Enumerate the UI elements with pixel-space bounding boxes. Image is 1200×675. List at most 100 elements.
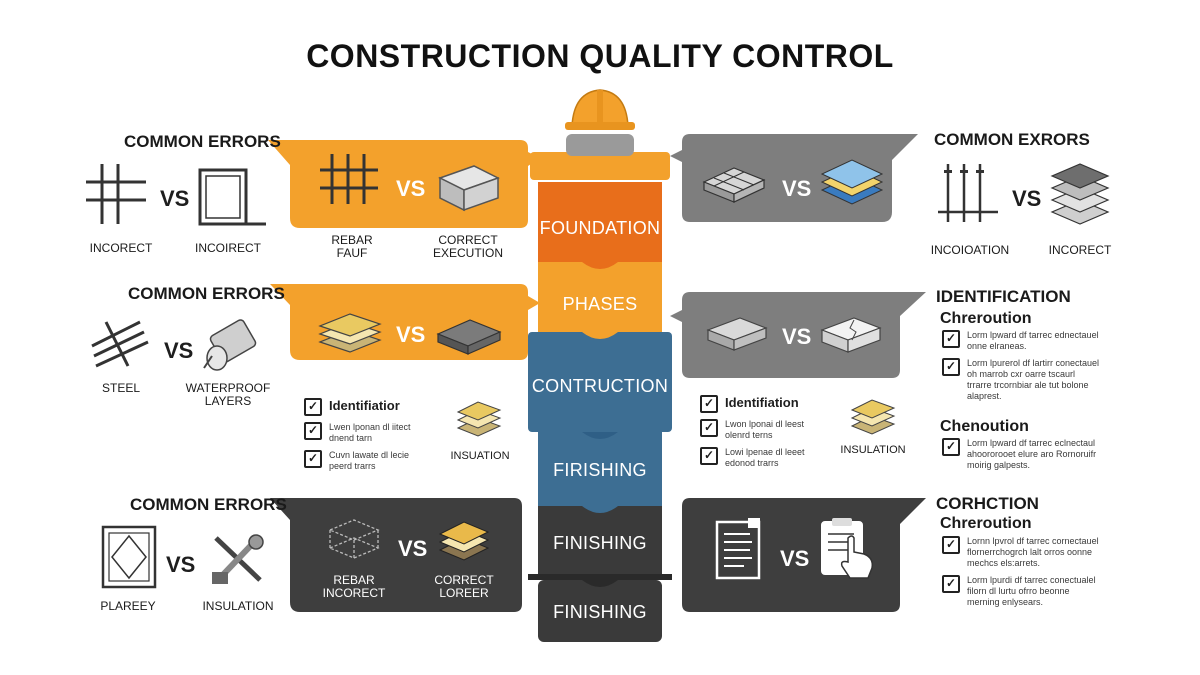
- left-checklist-item-2: Cuvn lawate dl lecie peerd trarrs: [329, 450, 410, 471]
- layered-board-icon: [318, 313, 382, 353]
- left-row1-left-label: INCORECT: [89, 241, 153, 255]
- concrete-slab-icon: [706, 317, 768, 351]
- left-bubble1-left-label: REBAR FAUF: [331, 233, 373, 260]
- insulation-icon: [850, 399, 896, 435]
- vs-text: VS: [396, 176, 426, 201]
- left-row3-header: COMMON ERRORS: [130, 495, 287, 514]
- concrete-block-icon: [438, 165, 500, 212]
- checkbox[interactable]: ✓: [700, 419, 718, 437]
- right-row2-list: ✓ Lorm lpward df tarrec ednectauel onne …: [942, 330, 1132, 402]
- frame-icon: [198, 168, 266, 226]
- right-bubble-3: [682, 498, 926, 612]
- right-row1-left-label: INCOIOATION: [930, 243, 1010, 257]
- spine-seg-1: [538, 182, 662, 262]
- page-title: CONSTRUCTION QUALITY CONTROL: [306, 38, 894, 74]
- left-row3-left-label: PLAREEY: [100, 599, 156, 613]
- right-insulation-label: INSULATION: [840, 444, 906, 456]
- spine-seg-5: [538, 506, 662, 576]
- left-row2-left-label: STEEL: [101, 381, 140, 395]
- checkbox[interactable]: ✓: [304, 450, 322, 468]
- spine-label-foundation: FOUNDATION: [539, 218, 661, 238]
- gravel-slab-icon: [436, 319, 502, 355]
- left-row1-header: COMMON ERRORS: [124, 132, 281, 151]
- pipe-roll-icon: [203, 319, 257, 371]
- stacked-sheets-icon: [1050, 163, 1110, 225]
- left-bubble3-right-label: CORRECT LOREER: [434, 573, 494, 600]
- right-bubble1-right-label: CORRECT EXECUTION: [817, 229, 888, 256]
- spine-seg-7: [538, 580, 662, 642]
- vs-text: VS: [160, 186, 190, 211]
- left-checklist: ✓ Identifiatior ✓ Lwen lponan dl iitect …: [304, 398, 411, 472]
- checkbox[interactable]: ✓: [304, 398, 322, 416]
- spine-label-finishing-2: FINISHING: [553, 602, 647, 622]
- vs-text: VS: [396, 322, 426, 347]
- right-row2-header: IDENTIFICATION: [936, 287, 1071, 306]
- right-row2-item-1: Lorm lpward df tarrec ednectauel onne el…: [967, 330, 1099, 351]
- tile-frame-icon: [101, 525, 157, 589]
- right-checklist-item-2: Lowi lpenae dl leeet edonod trarrs: [725, 447, 805, 468]
- checkbox[interactable]: ✓: [304, 422, 322, 440]
- right-row1-header: COMMON EXRORS: [934, 130, 1090, 149]
- spine-seg-6: [528, 574, 672, 580]
- right-bubble-2: [670, 292, 926, 378]
- right-row2-subheader: Chreroution: [940, 310, 1032, 327]
- vs-text: VS: [782, 324, 812, 349]
- checkbox[interactable]: ✓: [942, 575, 960, 593]
- wire-cube-icon: [328, 519, 380, 559]
- right-row3-list: ✓ Lornn lpvrol df tarrec cornectauel flo…: [942, 536, 1132, 608]
- checkbox[interactable]: ✓: [942, 536, 960, 554]
- clipboard-hand-icon: [821, 518, 874, 579]
- spine-label-construction: CONTRUCTION: [531, 376, 669, 396]
- layered-block-icon: [438, 521, 490, 561]
- rebar-grid-icon: [86, 164, 146, 224]
- checkbox[interactable]: ✓: [700, 447, 718, 465]
- right-row3-header: CORHCTION: [936, 494, 1039, 513]
- tools-cross-icon: [212, 534, 264, 584]
- checkbox[interactable]: ✓: [942, 330, 960, 348]
- spine-cap: [530, 152, 670, 180]
- spine-label-phases: PHASES: [562, 294, 638, 314]
- right-row3-item-2: Lorm lpurdi df tarrec conectualel filorn…: [967, 575, 1096, 607]
- spine-seg-3: [528, 332, 672, 432]
- right-checklist: ✓ Identifiation ✓ Lwon lponai dl leest o…: [700, 395, 805, 469]
- right-row2-list-2: ✓ Lorm lpward df tarrec eclnectaul ahoor…: [942, 438, 1132, 471]
- cracked-block-icon: [820, 317, 882, 353]
- left-row1-right-label: INCOIRECT: [195, 241, 261, 255]
- right-row3-item-1: Lornn lpvrol df tarrec cornectauel florn…: [967, 536, 1099, 568]
- left-insulation-label: INSUATION: [450, 450, 510, 462]
- spine-seg-2: [538, 262, 662, 332]
- right-row2-item-3: Lorm lpward df tarrec eclnectaul ahooror…: [967, 438, 1097, 470]
- left-checklist-item-1: Lwen lponan dl iitect dnend tarn: [329, 422, 411, 443]
- right-row2-subheader-2: Chenoution: [940, 418, 1029, 435]
- vs-text: VS: [398, 536, 428, 561]
- vs-text: VS: [782, 176, 812, 201]
- formwork-posts-icon: [938, 164, 998, 222]
- rebar-mesh-icon: [320, 154, 378, 204]
- right-checklist-item-1: Lwon lponai dl leest olenrd terns: [725, 419, 805, 440]
- vs-text: VS: [166, 552, 196, 577]
- left-checklist-title: Identifiatior: [329, 398, 400, 413]
- left-row3-right-label: INSULATION: [202, 599, 274, 613]
- colored-layers-icon: [820, 159, 884, 205]
- right-row2-item-2: Lorm lpurerol df lartirr conectauel oh m…: [967, 358, 1100, 401]
- rebar-cage-icon: [702, 167, 766, 203]
- document-icon: [715, 518, 761, 580]
- right-row1-right-label: INCORECT: [1048, 243, 1112, 257]
- left-row2-right-label: WATERPROOF LAYERS: [185, 381, 271, 408]
- spine-label-finishing: FINISHING: [553, 533, 647, 553]
- spine-seg-4: [538, 432, 662, 506]
- spine-label-firishing: FIRISHING: [553, 460, 647, 480]
- right-row3-subheader: Chreroution: [940, 515, 1032, 532]
- hard-hat-icon: [565, 89, 635, 156]
- left-row2-header: COMMON ERRORS: [128, 284, 285, 303]
- steel-bars-icon: [91, 320, 149, 368]
- vs-text: VS: [1012, 186, 1042, 211]
- right-bubble1-left-label: REBAR BERD: [719, 227, 761, 254]
- checkbox[interactable]: ✓: [700, 395, 718, 413]
- vs-text: VS: [164, 338, 194, 363]
- vs-text: VS: [780, 546, 810, 571]
- checkbox[interactable]: ✓: [942, 358, 960, 376]
- left-bubble1-right-label: CORRECT EXECUTION: [432, 233, 503, 260]
- right-checklist-title: Identifiation: [725, 395, 799, 410]
- checkbox[interactable]: ✓: [942, 438, 960, 456]
